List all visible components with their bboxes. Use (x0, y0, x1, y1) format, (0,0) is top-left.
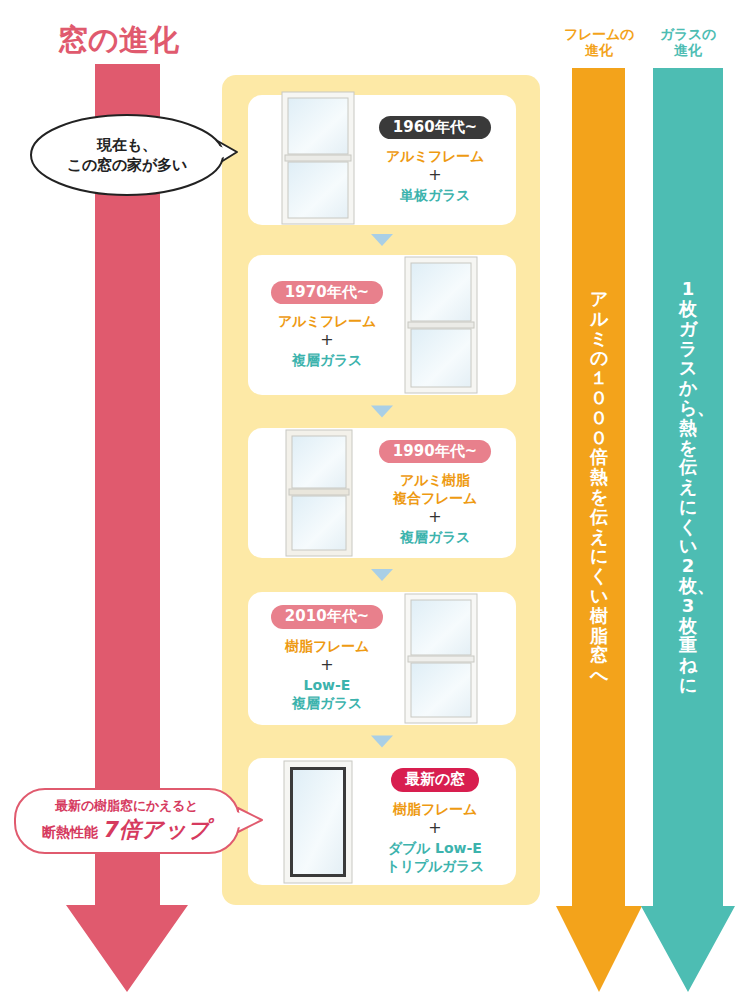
bubble-text-box: 最新の樹脂窓にかえると断熱性能 7倍アップ (14, 788, 238, 854)
bubble-text-box: 現在も、 この窓の家が多い (28, 113, 226, 197)
window-card: 最新の窓樹脂フレーム+ダブル Low-E トリプルガラス (248, 758, 516, 885)
era-tag: 1970年代~ (271, 281, 383, 305)
bubble-outline (28, 113, 226, 197)
plus-sign: + (428, 818, 441, 839)
band-body-holder: 1枚ガラスから、熱を伝えにくい2枚、3枚重ねに (653, 68, 723, 906)
bubble-joint (210, 142, 233, 163)
card (248, 592, 516, 725)
band-body-vertical: 1枚ガラスから、熱を伝えにくい2枚、3枚重ねに (679, 279, 697, 695)
frame-label: アルミ樹脂 複合フレーム (393, 471, 477, 507)
evolution-band: ガラスの 進化 1枚ガラスから、熱を伝えにくい2枚、3枚重ねに (641, 24, 735, 992)
emphasis-text: 7倍アップ (104, 815, 210, 845)
card-text-column: 1990年代~ アルミ樹脂 複合フレーム+複層ガラス (360, 428, 510, 558)
frame-label: 樹脂フレーム (285, 637, 369, 655)
glass-label: 複層ガラス (292, 351, 362, 369)
speech-bubble: 最新の樹脂窓にかえると断熱性能 7倍アップ (14, 788, 248, 854)
title: 窓の進化 (58, 20, 179, 61)
plus-sign: + (320, 655, 333, 676)
flow-head (371, 736, 393, 748)
era-tag: 1960年代~ (379, 116, 491, 140)
bubble-body (15, 789, 239, 853)
window-illustration (405, 594, 477, 723)
flow-arrow (371, 736, 393, 748)
window-card: 2010年代~ 樹脂フレーム+Low-E 複層ガラス (248, 592, 516, 725)
era-tag: 1990年代~ (379, 440, 491, 464)
flow-head (371, 406, 393, 418)
card-text-column: 最新の窓樹脂フレーム+ダブル Low-E トリプルガラス (360, 758, 510, 885)
window-illustration (284, 761, 352, 883)
band-heading: ガラスの 進化 (641, 26, 735, 58)
frame-label: 樹脂フレーム (393, 800, 477, 818)
bubble-text: 断熱性能 (42, 824, 98, 842)
card-text-column: 2010年代~ 樹脂フレーム+Low-E 複層ガラス (256, 592, 398, 725)
bubble-text-line: 断熱性能 7倍アップ (42, 815, 210, 845)
frame-label: アルミフレーム (278, 312, 376, 330)
era-tag: 2010年代~ (271, 605, 383, 629)
glass-label: 複層ガラス (400, 528, 470, 546)
window-card: 1970年代~ アルミフレーム+複層ガラス (248, 255, 516, 395)
band-arrow-shape (556, 68, 642, 992)
plus-sign: + (428, 165, 441, 186)
card-text-column: 1970年代~ アルミフレーム+複層ガラス (256, 255, 398, 395)
bubble-text: 現在も、 この窓の家が多い (67, 135, 187, 176)
card-text-column: 1960年代~ アルミフレーム+単板ガラス (360, 95, 510, 225)
plus-sign: + (428, 507, 441, 528)
window-illustration (286, 430, 352, 556)
band-heading: フレームの 進化 (556, 26, 642, 58)
bubble-body (31, 115, 223, 195)
flow-arrow (371, 406, 393, 418)
plus-sign: + (320, 330, 333, 351)
flow-head (371, 234, 393, 246)
card (248, 255, 516, 395)
band-arrow-shape (641, 68, 735, 992)
bubble-joint (234, 811, 258, 829)
card (248, 758, 516, 885)
window-card: 1990年代~ アルミ樹脂 複合フレーム+複層ガラス (248, 428, 516, 558)
band-body-holder: アルミの１０００倍熱を伝えにくい樹脂窓へ (572, 68, 625, 906)
frame-label: アルミフレーム (386, 147, 484, 165)
bubble-text: 最新の樹脂窓にかえると (55, 797, 198, 815)
era-tag: 最新の窓 (391, 768, 479, 792)
panel (222, 75, 540, 905)
card (248, 428, 516, 558)
band-body-vertical: アルミの１０００倍熱を伝えにくい樹脂窓へ (590, 289, 608, 685)
card (248, 95, 516, 225)
flow-arrow (371, 569, 393, 581)
window-card: 1960年代~ アルミフレーム+単板ガラス (248, 95, 516, 225)
glass-label: Low-E 複層ガラス (292, 676, 362, 712)
glass-label: ダブル Low-E トリプルガラス (386, 839, 484, 875)
glass-label: 単板ガラス (400, 186, 470, 204)
flow-arrow (371, 234, 393, 246)
window-illustration (282, 92, 354, 224)
window-illustration (405, 257, 477, 393)
evolution-band: フレームの 進化アルミの１０００倍熱を伝えにくい樹脂窓へ (556, 24, 642, 992)
flow-head (371, 569, 393, 581)
speech-bubble: 現在も、 この窓の家が多い (28, 113, 226, 197)
